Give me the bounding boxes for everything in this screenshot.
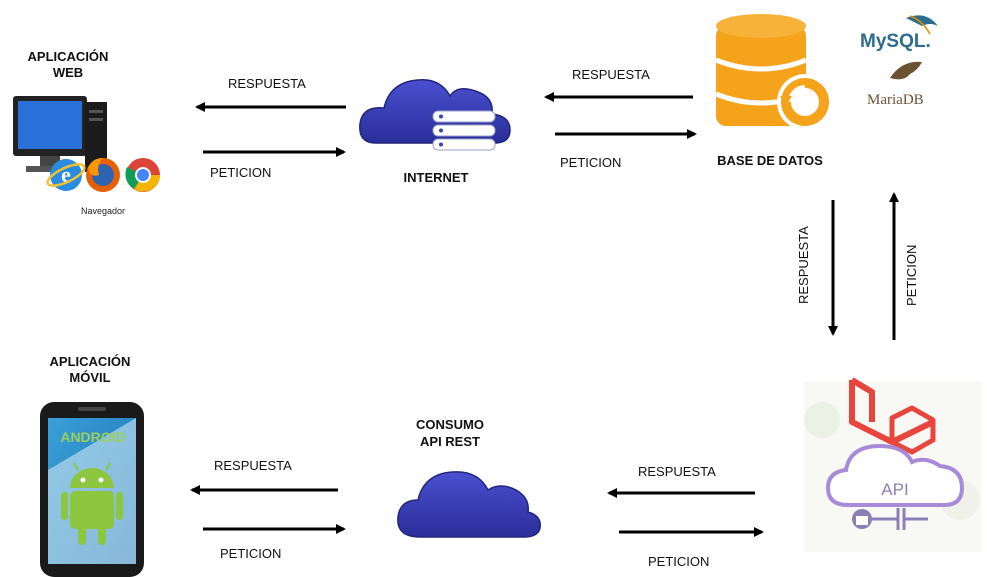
arrow-mobile-rest-response: RESPUESTA: [190, 458, 338, 495]
arrow-label: RESPUESTA: [214, 458, 292, 473]
database-icon: [715, 14, 833, 130]
internet-node: INTERNET: [359, 79, 511, 185]
database-label: BASE DE DATOS: [717, 153, 823, 168]
cloud-icon: [397, 471, 541, 538]
arrow-label: RESPUESTA: [228, 76, 306, 91]
android-robot-icon: [61, 462, 123, 545]
api-rest-label-line1: CONSUMO: [416, 417, 484, 432]
arrow-rest-api-response: RESPUESTA: [607, 464, 755, 498]
lock-plug-icon: [852, 508, 928, 530]
mobile-app-node: APLICACIÓN MÓVIL ANDROID: [40, 354, 144, 577]
arrow-label: RESPUESTA: [638, 464, 716, 479]
arrow-web-internet-response: RESPUESTA: [195, 76, 346, 112]
arrow-mobile-rest-request: PETICION: [203, 524, 346, 561]
web-app-title-line2: WEB: [53, 65, 83, 80]
mysql-logo-text: MySQL.: [860, 31, 931, 52]
android-screen-text: ANDROID: [60, 429, 125, 445]
mysql-logo: MySQL.: [860, 15, 938, 52]
arrow-label: PETICION: [560, 155, 621, 170]
web-app-title-line1: APLICACIÓN: [28, 49, 109, 64]
api-cloud-icon: API: [825, 443, 965, 507]
api-rest-node: CONSUMO API REST: [397, 417, 541, 538]
laravel-api-node: API: [804, 377, 982, 552]
internet-label: INTERNET: [404, 170, 469, 185]
arrow-label: PETICION: [210, 165, 271, 180]
desktop-computer-icon: [13, 96, 107, 172]
firefox-icon: [86, 158, 120, 192]
arrow-db-api-request: PETICION: [889, 192, 919, 340]
mobile-app-title-line2: MÓVIL: [69, 370, 110, 385]
arrow-label: RESPUESTA: [572, 67, 650, 82]
mariadb-logo: MariaDB: [867, 61, 924, 108]
api-rest-label-line2: API REST: [420, 434, 480, 449]
arrow-label: PETICION: [220, 546, 281, 561]
arrow-label: PETICION: [648, 554, 709, 569]
web-app-node: APLICACIÓN WEB e Navegador: [13, 49, 160, 216]
browser-caption: Navegador: [81, 206, 125, 216]
api-badge-text: API: [881, 480, 908, 499]
arrow-label: PETICION: [904, 245, 919, 306]
arrow-rest-api-request: PETICION: [619, 527, 764, 569]
laravel-logo-icon: [849, 377, 936, 455]
internet-explorer-icon: e: [46, 159, 86, 191]
server-stack-icon: [432, 110, 496, 151]
chrome-icon: [125, 158, 160, 192]
svg-text:e: e: [61, 162, 71, 187]
arrow-internet-db-request: PETICION: [555, 129, 697, 170]
database-node: MySQL. MariaDB BASE DE DATOS: [715, 14, 938, 168]
arrow-db-api-response: RESPUESTA: [796, 200, 838, 336]
mobile-app-title-line1: APLICACIÓN: [50, 354, 131, 369]
mariadb-logo-text: MariaDB: [867, 92, 924, 108]
arrow-internet-db-response: RESPUESTA: [544, 67, 693, 102]
android-phone-icon: ANDROID: [40, 402, 144, 577]
arrow-label: RESPUESTA: [796, 226, 811, 304]
arrow-web-internet-request: PETICION: [203, 147, 346, 180]
